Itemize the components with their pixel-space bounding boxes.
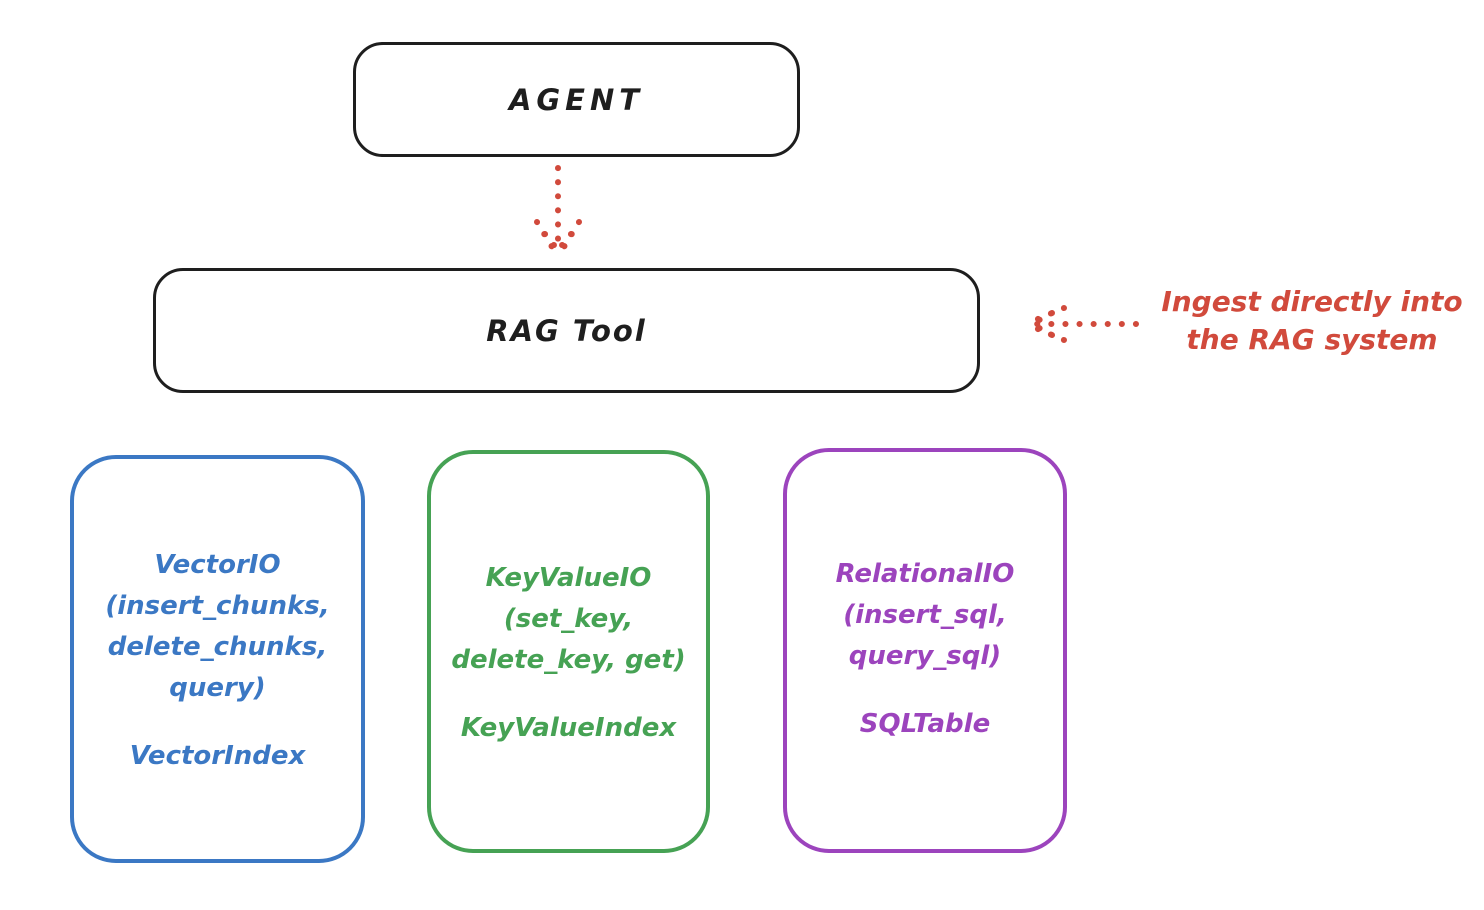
rag-tool-label: RAG Tool (486, 313, 647, 348)
agent-node[interactable]: AGENT (353, 42, 800, 157)
key-value-io-methods-line1: (set_key, (503, 604, 634, 634)
ingest-annotation-line2: the RAG system (1186, 323, 1438, 356)
vector-index-label: VectorIndex (129, 741, 306, 771)
sql-table-label: SQLTable (859, 709, 991, 739)
vector-io-node[interactable]: VectorIO (insert_chunks, delete_chunks, … (70, 455, 365, 863)
ingest-annotation: Ingest directly into the RAG system (1140, 283, 1484, 359)
key-value-io-methods-line2: delete_key, get) (451, 645, 686, 675)
arrow-left-icon (1023, 305, 1139, 343)
arrow-down-icon (534, 165, 582, 260)
vector-io-methods-line1: (insert_chunks, (105, 591, 330, 621)
key-value-io-node[interactable]: KeyValueIO (set_key, delete_key, get) Ke… (427, 450, 710, 853)
vector-io-methods-line2: delete_chunks, (107, 632, 328, 662)
relational-io-methods-line1: (insert_sql, (843, 600, 1007, 630)
relational-io-title: RelationalIO (835, 559, 1015, 589)
vector-io-title: VectorIO (154, 550, 281, 580)
vector-io-methods-line3: query) (169, 673, 266, 703)
key-value-index-label: KeyValueIndex (460, 713, 677, 743)
key-value-io-title: KeyValueIO (485, 563, 652, 593)
agent-label: AGENT (508, 82, 645, 117)
relational-io-node[interactable]: RelationalIO (insert_sql, query_sql) SQL… (783, 448, 1067, 853)
rag-tool-node[interactable]: RAG Tool (153, 268, 980, 393)
relational-io-methods-line2: query_sql) (848, 641, 1002, 671)
ingest-annotation-line1: Ingest directly into (1161, 285, 1463, 318)
